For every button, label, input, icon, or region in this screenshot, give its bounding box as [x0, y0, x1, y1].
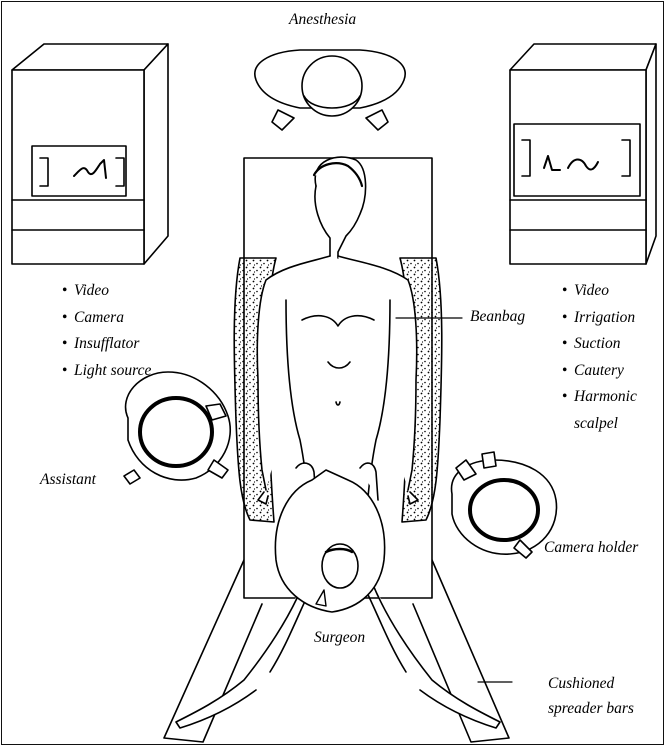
equipment-item-label: Harmonic — [574, 388, 637, 405]
equipment-item-label: Cautery — [574, 362, 624, 379]
equipment-item-label: Video — [574, 282, 609, 299]
equipment-item: •Video — [62, 283, 151, 310]
bullet-glyph: • — [562, 336, 574, 352]
equipment-item: •Harmonic — [562, 389, 637, 416]
equipment-item: •Cautery — [562, 363, 637, 390]
equipment-item: •Light source — [62, 363, 151, 390]
camera-holder-figure — [452, 452, 557, 558]
equipment-item-label: Light source — [74, 362, 151, 379]
label-spreader-bars-line1: Cushioned — [548, 676, 614, 692]
bullet-glyph: • — [562, 283, 574, 299]
right-equipment-tower — [510, 44, 656, 264]
equipment-item: •Video — [562, 283, 637, 310]
equipment-item-label: Suction — [574, 335, 621, 352]
equipment-item: •Irrigation — [562, 310, 637, 337]
right-tower-equipment-list: •Video•Irrigation•Suction•Cautery•Harmon… — [562, 283, 637, 442]
equipment-item-label: Irrigation — [574, 309, 635, 326]
bullet-glyph: • — [62, 310, 74, 326]
label-surgeon: Surgeon — [314, 630, 365, 646]
bullet-glyph: • — [62, 336, 74, 352]
left-equipment-tower — [12, 44, 168, 264]
equipment-item-label: Insufflator — [74, 335, 139, 352]
label-assistant: Assistant — [40, 472, 96, 488]
label-beanbag: Beanbag — [470, 309, 525, 325]
left-tower-equipment-list: •Video•Camera•Insufflator•Light source — [62, 283, 151, 389]
label-anesthesia: Anesthesia — [289, 12, 356, 28]
bullet-glyph: • — [562, 389, 574, 405]
equipment-item: •Insufflator — [62, 336, 151, 363]
bullet-glyph: • — [562, 310, 574, 326]
equipment-item: scalpel — [562, 416, 637, 443]
equipment-item-label: Video — [74, 282, 109, 299]
equipment-item: •Camera — [62, 310, 151, 337]
label-camera-holder: Camera holder — [544, 540, 638, 556]
bullet-glyph: • — [62, 283, 74, 299]
anesthesiologist-figure — [255, 50, 405, 130]
bullet-glyph: • — [562, 363, 574, 379]
label-spreader-bars-line2: spreader bars — [548, 701, 634, 717]
equipment-item-label: scalpel — [574, 415, 618, 432]
equipment-item-label: Camera — [74, 309, 124, 326]
bullet-glyph: • — [62, 363, 74, 379]
equipment-item: •Suction — [562, 336, 637, 363]
